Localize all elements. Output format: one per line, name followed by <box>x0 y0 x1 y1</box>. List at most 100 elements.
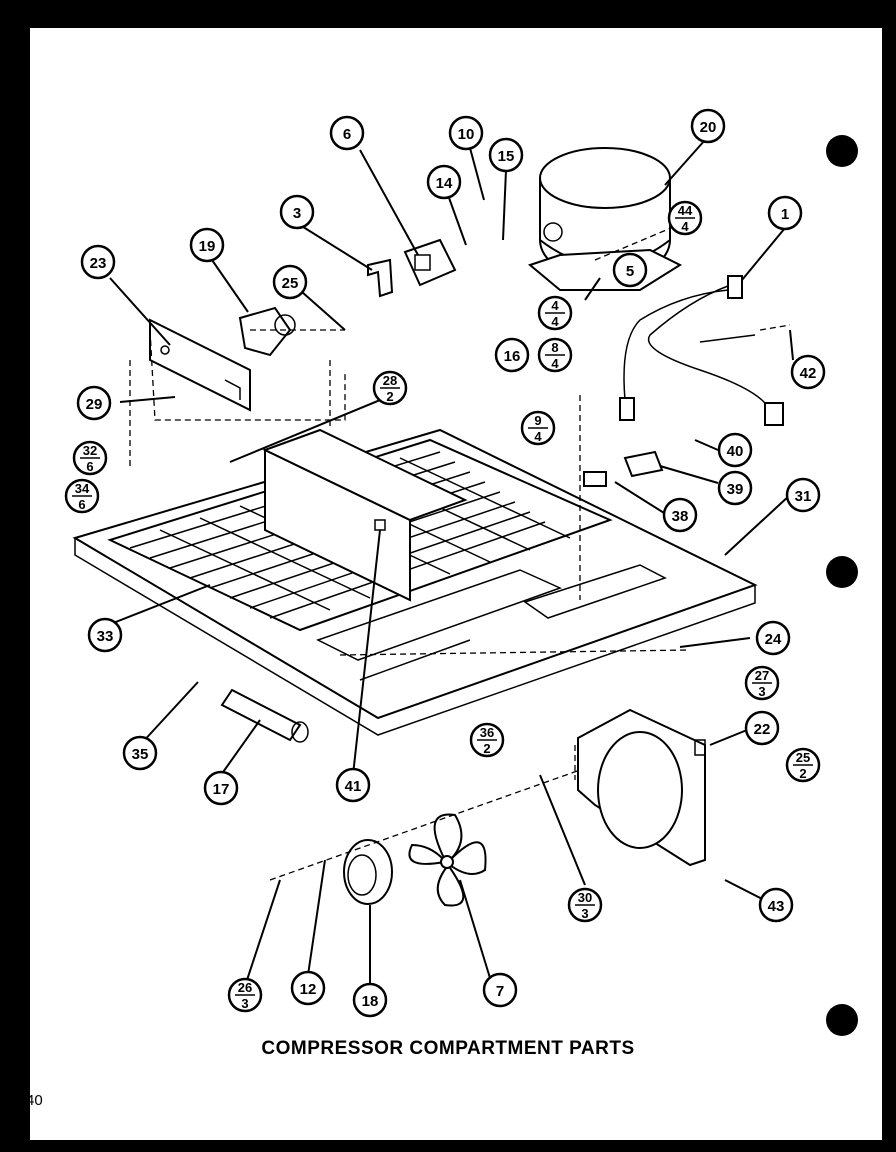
callout-label: 18 <box>362 993 379 1010</box>
callout-numerator: 25 <box>796 750 810 765</box>
callout-3: 3 <box>279 194 315 230</box>
callout-fraction-28-2: 282 <box>372 370 408 406</box>
binder-hole-bottom <box>826 1004 858 1036</box>
callout-denominator: 2 <box>799 766 806 781</box>
callout-29: 29 <box>76 385 112 421</box>
callout-leaders <box>107 139 794 990</box>
clip <box>367 258 394 298</box>
callout-numerator: 9 <box>534 413 541 428</box>
callout-19: 19 <box>189 227 225 263</box>
callout-label: 5 <box>626 263 634 280</box>
callout-label: 3 <box>293 205 301 222</box>
callout-7: 7 <box>482 972 518 1008</box>
callout-numerator: 26 <box>238 980 252 995</box>
callout-6: 6 <box>329 115 365 151</box>
callout-1: 1 <box>767 195 803 231</box>
callout-label: 10 <box>458 126 475 143</box>
callout-fraction-26-3: 263 <box>227 977 263 1013</box>
filter-drier <box>220 688 309 743</box>
callout-24: 24 <box>755 620 791 656</box>
callout-23: 23 <box>80 244 116 280</box>
callout-denominator: 6 <box>86 459 93 474</box>
callout-fraction-36-2: 362 <box>469 722 505 758</box>
callout-numerator: 44 <box>678 203 693 218</box>
callout-31: 31 <box>785 477 821 513</box>
callout-fraction-44-4: 444 <box>667 200 703 236</box>
callout-label: 31 <box>795 488 812 505</box>
callout-label: 39 <box>727 481 744 498</box>
callout-fraction-4-4: 44 <box>537 295 573 331</box>
callout-label: 22 <box>754 721 771 738</box>
callout-38: 38 <box>662 497 698 533</box>
callout-denominator: 4 <box>534 429 542 444</box>
callout-label: 17 <box>213 781 230 798</box>
callout-label: 33 <box>97 628 114 645</box>
relay <box>403 238 457 287</box>
fan-shroud <box>577 708 706 867</box>
callout-numerator: 27 <box>755 668 769 683</box>
callout-12: 12 <box>290 970 326 1006</box>
callout-5: 5 <box>612 252 648 288</box>
callout-label: 41 <box>345 778 362 795</box>
callout-numerator: 34 <box>75 481 90 496</box>
callout-15: 15 <box>488 137 524 173</box>
compressor <box>527 147 683 291</box>
callout-denominator: 3 <box>581 906 588 921</box>
callout-41: 41 <box>335 767 371 803</box>
callout-label: 23 <box>90 255 107 272</box>
callout-label: 19 <box>199 238 216 255</box>
callout-denominator: 3 <box>241 996 248 1011</box>
callout-label: 15 <box>498 148 515 165</box>
callout-42: 42 <box>790 354 826 390</box>
callout-fraction-25-2: 252 <box>785 747 821 783</box>
mounting-bracket <box>149 318 251 412</box>
callout-label: 1 <box>781 206 789 223</box>
callout-10: 10 <box>448 115 484 151</box>
callout-fraction-34-6: 346 <box>64 478 100 514</box>
callout-22: 22 <box>744 710 780 746</box>
binder-hole-middle <box>826 556 858 588</box>
callout-fraction-30-3: 303 <box>567 887 603 923</box>
callout-35: 35 <box>122 735 158 771</box>
callout-label: 43 <box>768 898 785 915</box>
callout-denominator: 3 <box>758 684 765 699</box>
fan-motor <box>343 839 393 905</box>
callout-denominator: 2 <box>483 741 490 756</box>
callout-20: 20 <box>690 108 726 144</box>
callout-label: 16 <box>504 348 521 365</box>
callout-label: 20 <box>700 119 717 136</box>
callout-numerator: 4 <box>551 298 559 313</box>
callout-label: 6 <box>343 126 351 143</box>
callout-39: 39 <box>717 470 753 506</box>
callout-label: 29 <box>86 396 103 413</box>
binder-hole-top <box>826 135 858 167</box>
callout-numerator: 30 <box>578 890 592 905</box>
terminal-parts <box>583 450 664 487</box>
callout-33: 33 <box>87 617 123 653</box>
page-number: 40 <box>26 1092 43 1109</box>
callout-label: 35 <box>132 746 149 763</box>
callout-43: 43 <box>758 887 794 923</box>
callout-fraction-27-3: 273 <box>744 665 780 701</box>
callout-label: 38 <box>672 508 689 525</box>
callout-numerator: 32 <box>83 443 97 458</box>
callout-numerator: 8 <box>551 340 558 355</box>
fan-blade <box>408 813 487 907</box>
callout-label: 12 <box>300 981 317 998</box>
callout-label: 7 <box>496 983 504 1000</box>
callout-16: 16 <box>494 337 530 373</box>
callout-label: 40 <box>727 443 744 460</box>
callout-denominator: 4 <box>681 219 689 234</box>
callout-17: 17 <box>203 770 239 806</box>
dashed-assembly-lines <box>129 219 791 881</box>
callout-40: 40 <box>717 432 753 468</box>
callout-fraction-32-6: 326 <box>72 440 108 476</box>
callout-fraction-8-4: 84 <box>537 337 573 373</box>
callout-denominator: 2 <box>386 389 393 404</box>
callout-denominator: 6 <box>78 497 85 512</box>
callout-25: 25 <box>272 264 308 300</box>
callout-denominator: 4 <box>551 314 559 329</box>
defrost-timer <box>238 306 296 357</box>
callout-label: 24 <box>765 631 782 648</box>
